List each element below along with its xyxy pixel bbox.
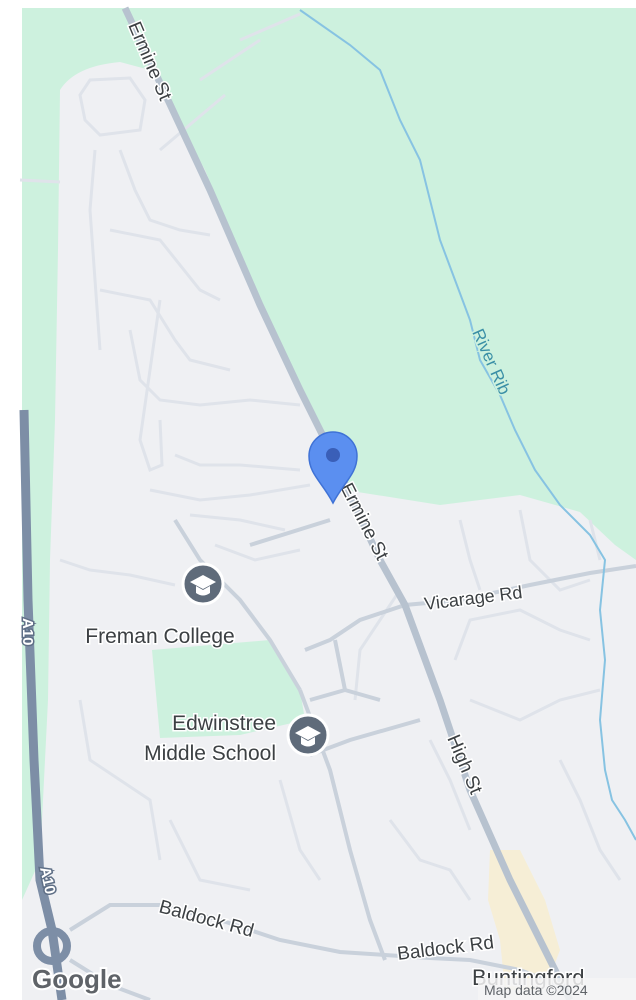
- location-pin[interactable]: [308, 431, 358, 505]
- poi-freman-college[interactable]: Freman College: [84, 562, 236, 650]
- label-school-line1: Edwinstree: [172, 712, 276, 735]
- attribution-bg: [478, 978, 636, 1000]
- mortarboard-glyph: [190, 575, 216, 596]
- school-field: [152, 640, 305, 738]
- urban-area: [22, 62, 636, 1000]
- google-logo[interactable]: Google: [30, 962, 124, 996]
- minor-roads: [19, 12, 622, 901]
- label-freman-college: Freman College: [85, 625, 234, 648]
- map-attribution[interactable]: Map data ©2024: [484, 982, 588, 998]
- location-pin-icon: [308, 431, 358, 505]
- poi-edwinstree-middle-school[interactable]: Edwinstree Middle School: [143, 711, 330, 767]
- label-a10-lower: A10: [36, 865, 58, 895]
- pin-center-dot: [326, 448, 340, 462]
- town-centre: [488, 850, 560, 990]
- label-school-line2: Middle School: [144, 742, 276, 765]
- mortarboard-glyph: [295, 726, 321, 747]
- a10-highway: [19, 409, 67, 1000]
- river-rib: [299, 9, 636, 841]
- label-a10-upper: A10: [19, 618, 36, 646]
- roundabout: [33, 927, 71, 965]
- ermine-high-street: [121, 6, 574, 1000]
